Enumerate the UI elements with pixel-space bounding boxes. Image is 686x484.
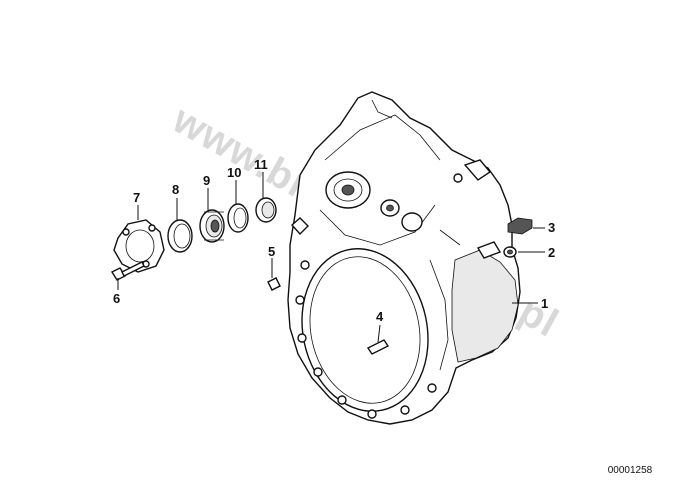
- stud-bolt[interactable]: [366, 339, 390, 355]
- shaft-seal[interactable]: [255, 197, 277, 223]
- leader-line-4: [377, 324, 381, 343]
- callout-3[interactable]: 3: [548, 220, 555, 235]
- callout-8[interactable]: 8: [172, 182, 179, 197]
- dowel-pin[interactable]: [267, 277, 281, 291]
- callout-11[interactable]: 11: [254, 157, 268, 172]
- callout-2[interactable]: 2: [548, 245, 555, 260]
- diagram-code: 00001258: [608, 465, 653, 476]
- cover-bolt[interactable]: [110, 261, 145, 281]
- ball-bearing[interactable]: [199, 209, 225, 243]
- screw-plug[interactable]: [503, 246, 517, 258]
- callout-7[interactable]: 7: [133, 190, 140, 205]
- callout-4[interactable]: 4: [376, 309, 384, 324]
- callout-5[interactable]: 5: [268, 244, 275, 259]
- gasket-ring[interactable]: [167, 219, 193, 253]
- transmission-housing[interactable]: [287, 91, 521, 425]
- callout-6[interactable]: 6: [113, 291, 120, 306]
- bearing-cover-plate[interactable]: [113, 219, 165, 273]
- circlip[interactable]: [227, 203, 249, 233]
- callout-1[interactable]: 1: [541, 296, 548, 311]
- rubber-plug[interactable]: [507, 217, 533, 235]
- callout-9[interactable]: 9: [203, 173, 210, 188]
- callout-10[interactable]: 10: [227, 165, 241, 180]
